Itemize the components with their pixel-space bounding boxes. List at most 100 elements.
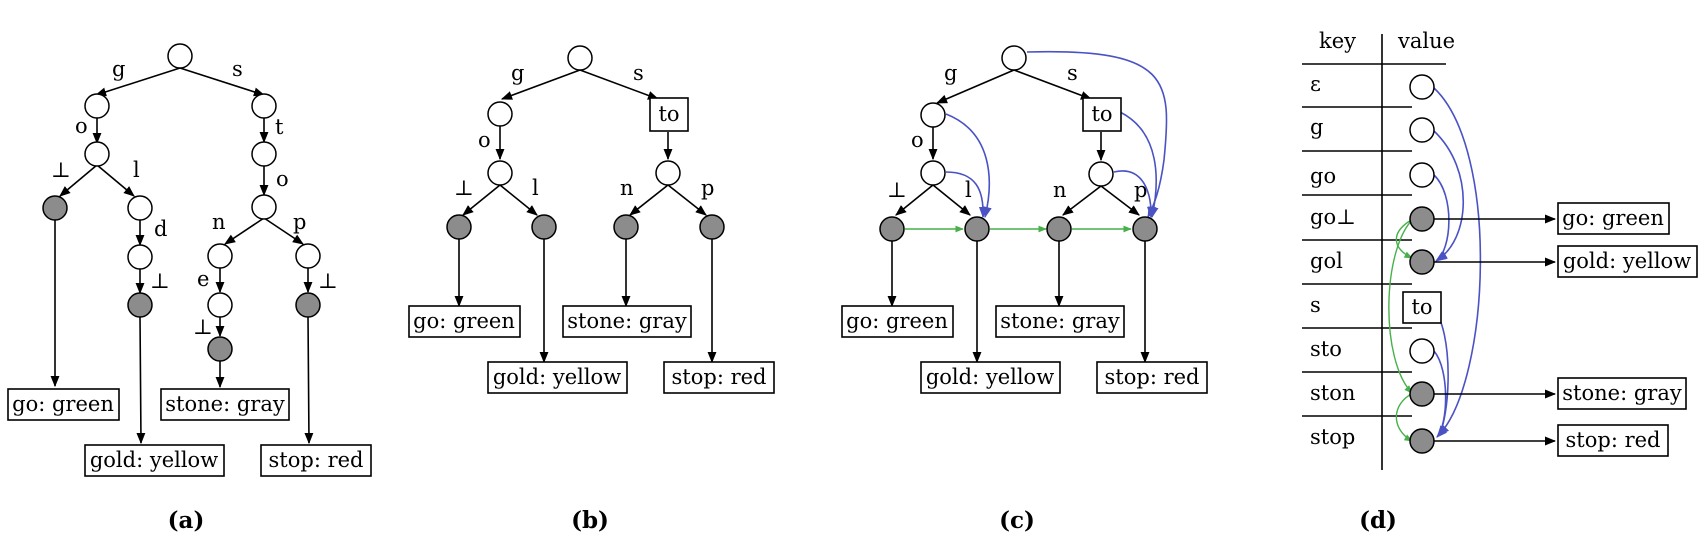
- label-c-bot: ⊥: [887, 178, 907, 202]
- value-text-b-gold: gold: yellow: [493, 365, 621, 389]
- table-d-node-ston: [1409, 381, 1435, 407]
- edge-b-root-g: [500, 69, 581, 100]
- value-box-a-stone: stone: gray: [160, 388, 290, 421]
- blue-link-d-to: [1431, 306, 1449, 437]
- edge-a-stop-val: [304, 315, 314, 445]
- label-a-n: n: [212, 210, 226, 234]
- node-b-to: to: [649, 97, 689, 132]
- value-text-a-go: go: green: [12, 392, 114, 416]
- edge-c-root-g: [935, 69, 1015, 104]
- table-d-node-to: to: [1402, 291, 1442, 324]
- table-d-key-3: go⊥: [1310, 205, 1356, 229]
- panel-b: to g s o ⊥ l n p go: green gold: yellow …: [408, 45, 775, 534]
- table-d-key-4: gol: [1310, 249, 1343, 273]
- value-box-d-stop: stop: red: [1557, 424, 1669, 457]
- value-text-d-stone: stone: gray: [1562, 381, 1682, 405]
- label-c-p: p: [1134, 178, 1147, 202]
- node-c-gol: [964, 216, 990, 242]
- edge-b-root-s: [579, 69, 660, 100]
- blue-link-d-epsilon: [1433, 87, 1482, 436]
- panel-a: g s o t ⊥ l o d n p ⊥ e ⊥ ⊥ go: green go…: [7, 43, 372, 534]
- blue-link-d-sto: [1433, 350, 1448, 438]
- panel-d: key value ε g go go⊥ gol s sto ston stop…: [1302, 29, 1698, 534]
- blue-link-d-go: [1433, 174, 1450, 262]
- value-text-c-go: go: green: [846, 309, 948, 333]
- label-a-o1: o: [75, 114, 88, 138]
- label-b-g: g: [511, 61, 524, 85]
- edge-b-p: [667, 184, 707, 216]
- table-d-node-go: [1409, 162, 1435, 188]
- blue-link-c-to: [1119, 111, 1159, 219]
- blue-link-d-g: [1433, 130, 1464, 261]
- table-d-node-g: [1409, 117, 1435, 143]
- blue-link-c-g: [945, 113, 992, 219]
- value-box-d-go: go: green: [1557, 202, 1670, 235]
- value-box-c-stone: stone: gray: [995, 305, 1125, 338]
- value-box-b-stone: stone: gray: [562, 305, 692, 338]
- value-box-a-stop: stop: red: [260, 444, 372, 477]
- label-c-l: l: [965, 178, 972, 202]
- panel-c: to g s o ⊥ l n p go: green gold: yellow …: [841, 45, 1208, 534]
- value-box-d-gold: gold: yellow: [1557, 245, 1698, 278]
- edge-c-n: [1062, 185, 1102, 216]
- node-c-stop: [1132, 216, 1158, 242]
- label-b-o: o: [478, 128, 491, 152]
- table-d-key-1: g: [1310, 115, 1323, 139]
- value-text-b-go: go: green: [413, 309, 515, 333]
- node-a-st: [251, 141, 277, 167]
- table-d-header-key: key: [1319, 29, 1356, 53]
- node-c-go-end: [879, 216, 905, 242]
- node-a-root: [167, 43, 193, 69]
- label-c-g: g: [944, 61, 957, 85]
- table-d-node-sto: [1409, 338, 1435, 364]
- table-d-key-6: sto: [1310, 337, 1342, 361]
- label-c-s: s: [1067, 61, 1078, 85]
- node-a-stone-end: [207, 336, 233, 362]
- label-b-p: p: [701, 176, 714, 200]
- label-a-e: e: [197, 267, 209, 291]
- label-a-bot2: ⊥: [150, 269, 170, 293]
- label-c-n: n: [1053, 178, 1067, 202]
- value-box-c-go: go: green: [841, 305, 954, 338]
- node-a-go-end: [42, 195, 68, 221]
- caption-d: (d): [1359, 507, 1397, 534]
- label-a-l: l: [133, 158, 140, 182]
- edge-a-o-l: [96, 164, 135, 197]
- node-c-g: [920, 102, 946, 128]
- value-box-a-go: go: green: [7, 388, 120, 421]
- node-b-go: [487, 160, 513, 186]
- edge-b-n: [629, 184, 669, 216]
- node-a-gold-end: [127, 292, 153, 318]
- node-c-to-label: to: [1091, 102, 1112, 126]
- node-a-gol: [127, 195, 153, 221]
- edge-a-o-p: [263, 217, 304, 245]
- green-link-d-2: [1388, 218, 1414, 394]
- label-a-t: t: [275, 115, 284, 139]
- edge-c-p: [1100, 185, 1140, 216]
- value-text-c-stop: stop: red: [1105, 365, 1200, 389]
- label-b-bot: ⊥: [454, 176, 474, 200]
- label-a-p: p: [293, 210, 306, 234]
- label-b-l: l: [532, 176, 539, 200]
- blue-link-c-sto: [1113, 170, 1156, 219]
- value-box-d-stone: stone: gray: [1557, 377, 1687, 410]
- node-a-s: [251, 93, 277, 119]
- node-b-root: [567, 45, 593, 71]
- node-a-gold: [127, 244, 153, 270]
- caption-c: (c): [999, 507, 1035, 534]
- blue-link-c-go: [945, 171, 988, 219]
- table-d-key-0: ε: [1310, 72, 1321, 96]
- label-a-bot4: ⊥: [193, 315, 213, 339]
- table-d-header-value: value: [1397, 29, 1455, 53]
- table-d-key-5: s: [1310, 293, 1321, 317]
- node-a-stone: [207, 292, 233, 318]
- table-d-key-2: go: [1310, 164, 1336, 188]
- edge-c-o-bot: [895, 184, 934, 216]
- value-box-b-stop: stop: red: [663, 361, 775, 394]
- edge-b-o-l: [499, 184, 538, 216]
- node-b-g: [487, 101, 513, 127]
- node-b-sto: [655, 160, 681, 186]
- table-d-node-gol: [1409, 249, 1435, 275]
- node-a-go: [84, 141, 110, 167]
